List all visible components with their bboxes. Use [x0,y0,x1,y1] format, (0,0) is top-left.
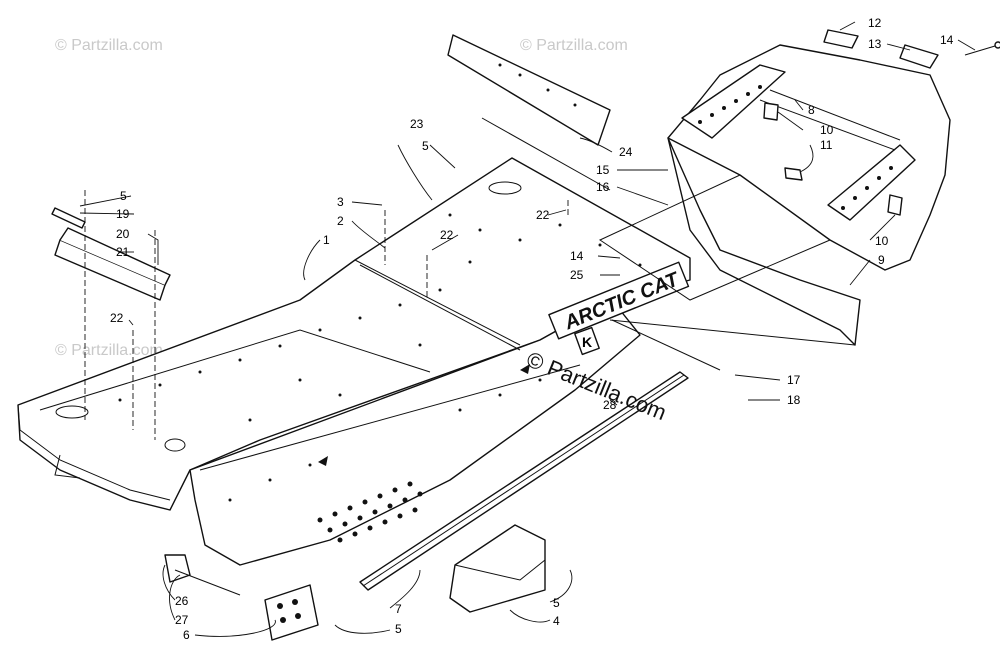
callout-14a: 14 [940,33,954,47]
callout-5d: 5 [395,622,402,636]
callout-1: 1 [323,233,330,247]
watermark-top-left: © Partzilla.com [55,37,163,54]
callout-18: 18 [787,393,801,407]
callout-22b: 22 [440,228,454,242]
callout-22c: 22 [536,208,550,222]
callout-24: 24 [619,145,633,159]
callout-4: 4 [553,614,560,628]
callout-5c: 5 [553,596,560,610]
bracket-part [51,207,171,301]
callout-27: 27 [175,613,189,627]
callout-11: 11 [820,138,833,152]
rivet-holes [118,213,642,502]
callout-3: 3 [337,195,344,209]
leader-lines [79,21,976,637]
callout-15: 15 [596,163,610,177]
lower-parts [164,371,689,641]
callout-labels: 1 2 3 4 5 5 5 5 5 6 7 8 9 10 10 11 12 13… [110,16,954,642]
perforation-grid [317,481,423,543]
callout-28: 28 [603,398,617,412]
callout-22a: 22 [110,311,124,325]
callout-5a: 5 [120,189,127,203]
callout-21: 21 [116,245,130,259]
callout-23: 23 [410,117,424,131]
callout-7: 7 [395,602,402,616]
callout-17: 17 [787,373,801,387]
callout-2: 2 [337,214,344,228]
watermark-mid-left: © Partzilla.com [55,342,163,359]
callout-8: 8 [808,103,815,117]
callout-14b: 14 [570,249,584,263]
callout-9: 9 [878,253,885,267]
rear-bumper-part [667,29,1000,346]
callout-6: 6 [183,628,190,642]
callout-12: 12 [868,16,882,30]
watermark-top-center: © Partzilla.com [520,37,628,54]
callout-10a: 10 [820,123,834,137]
callout-26: 26 [175,594,189,608]
callout-19: 19 [116,207,130,221]
callout-13: 13 [868,37,882,51]
callout-20: 20 [116,227,130,241]
step-tread-dots [698,85,893,210]
callout-25: 25 [570,268,584,282]
callout-5b: 5 [422,139,429,153]
callout-16: 16 [596,180,610,194]
callout-10b: 10 [875,234,889,248]
brand-badge: K [582,334,592,350]
